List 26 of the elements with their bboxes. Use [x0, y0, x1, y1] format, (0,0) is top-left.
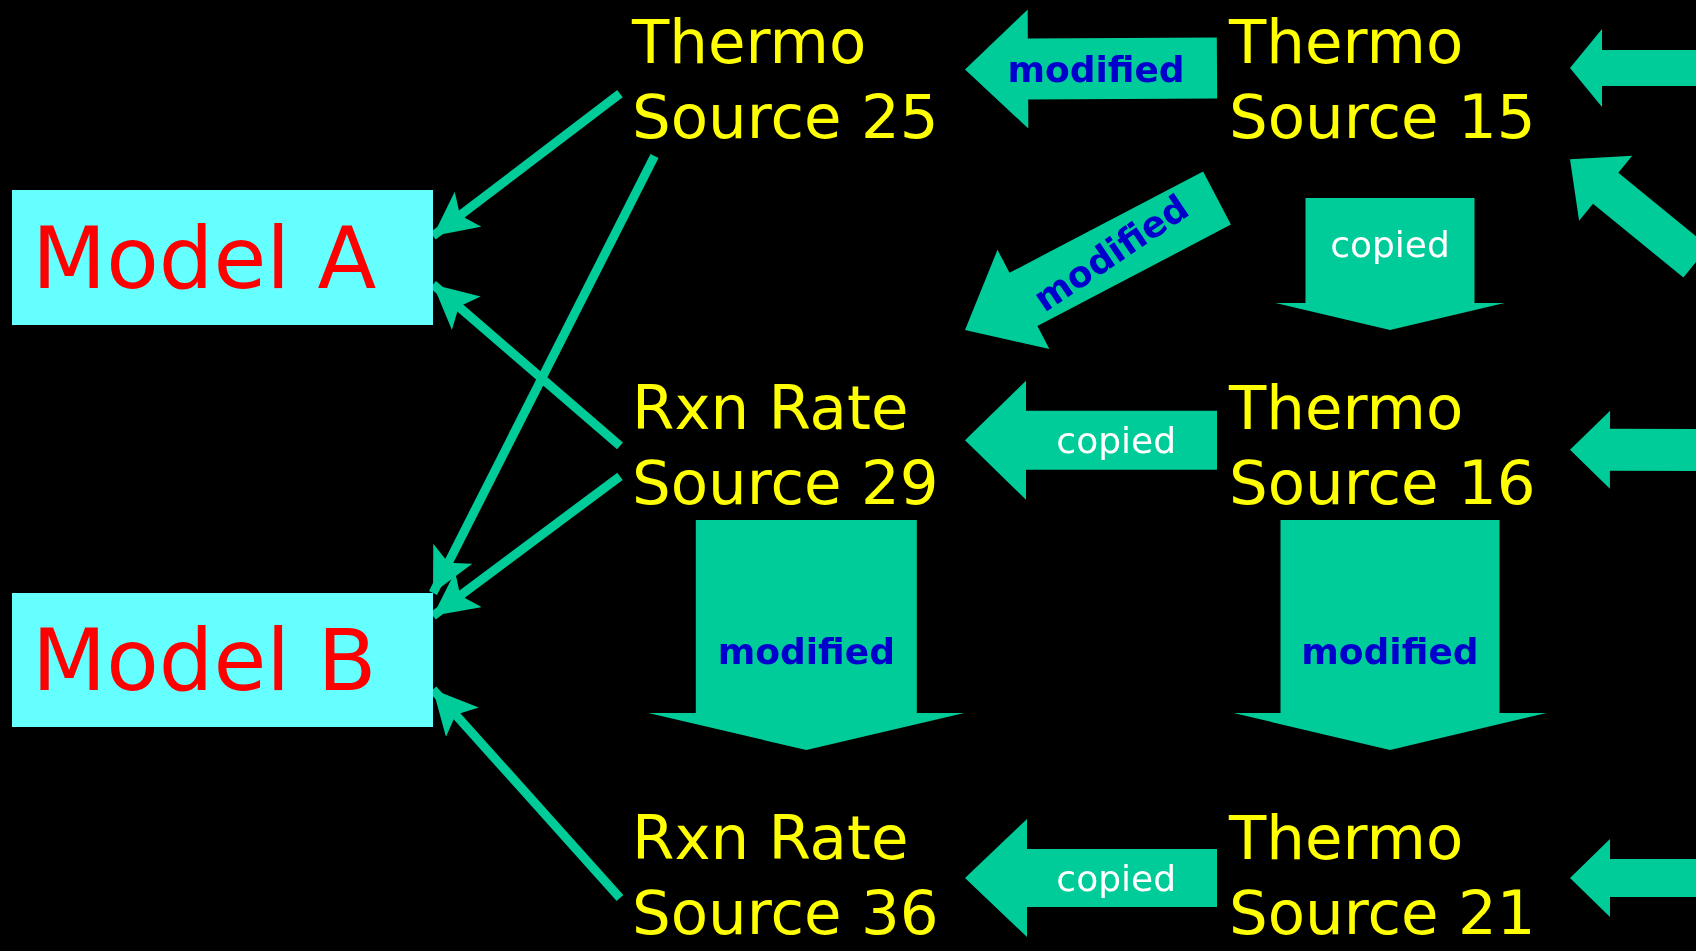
edge-label: modified: [717, 630, 895, 672]
source-label: Thermo Source 16: [1217, 330, 1570, 520]
block-arrow: [1233, 520, 1547, 750]
block-arrow: [1570, 155, 1696, 278]
source-label: Thermo Source 21: [1217, 750, 1570, 950]
block-arrow: [1570, 839, 1696, 917]
source-label: Thermo Source 15: [1217, 4, 1570, 198]
block-arrow: [648, 520, 965, 750]
edge-label: modified: [1301, 630, 1479, 672]
block-arrow: [965, 171, 1231, 349]
edge-label: copied: [1056, 419, 1176, 461]
arrow: [429, 153, 659, 596]
block-arrow: [1570, 410, 1696, 489]
block-arrow: [1275, 198, 1505, 330]
edge-label: modified: [1007, 48, 1185, 90]
source-label: Rxn Rate Source 29: [620, 330, 965, 520]
edge-label: copied: [1056, 857, 1176, 899]
block-arrow: [965, 9, 1218, 129]
model-box: Model B: [12, 593, 433, 727]
model-box: Model A: [12, 190, 433, 325]
block-arrow: [1570, 29, 1696, 107]
block-arrow: [965, 380, 1217, 500]
edge-label: copied: [1330, 223, 1450, 265]
source-label: Thermo Source 25: [620, 4, 965, 156]
block-arrow: [965, 819, 1217, 937]
source-label: Rxn Rate Source 36: [620, 750, 965, 950]
